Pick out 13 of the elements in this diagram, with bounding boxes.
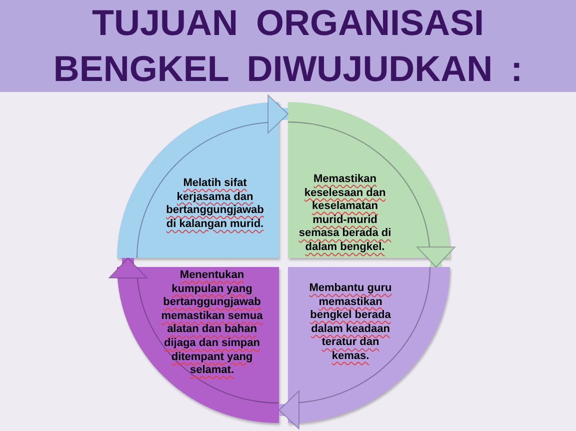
quarter-circle-segment xyxy=(288,267,450,423)
diagram-title: TUJUAN ORGANISASI BENGKEL DIWUJUDKAN : xyxy=(52,1,524,91)
arrow xyxy=(416,246,456,268)
quarter-circle-segment xyxy=(288,102,450,258)
node-text: Melatih sifat kerjasama dan bertanggungjawab di kalangan murid. xyxy=(165,177,265,232)
node-text: Membantu guru memastikan bengkel berada dalam keadaan teratur dan kemas. xyxy=(308,282,393,364)
quarter-circle-segment xyxy=(117,102,279,258)
node-text: Menentukan kumpulan yang bertanggungjawab memastikan semua alatan dan bahan dijaga dan simpan ditempant yang selamat. xyxy=(160,269,264,378)
node-text: Memastikan keselesaan dan keselamatan murid-murid semasa berada di dalam bengkel. xyxy=(298,173,392,255)
arrow xyxy=(108,258,148,278)
arrow xyxy=(268,94,288,134)
arrow xyxy=(278,390,300,430)
quarter-circle-segment xyxy=(117,267,279,423)
